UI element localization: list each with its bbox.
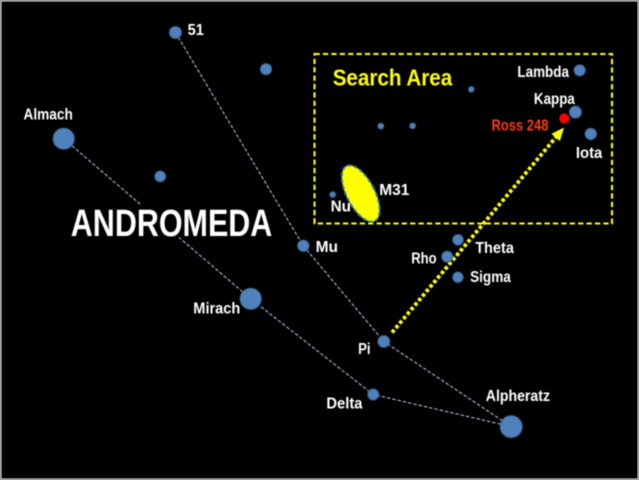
svg-text:ANDROMEDA: ANDROMEDA	[71, 203, 272, 245]
svg-text:Iota: Iota	[576, 145, 603, 162]
svg-text:M31: M31	[379, 182, 409, 199]
svg-text:Mu: Mu	[316, 239, 338, 256]
svg-text:Nu: Nu	[331, 199, 351, 216]
svg-text:Pi: Pi	[358, 341, 371, 358]
svg-text:51: 51	[188, 22, 205, 39]
svg-text:Ross 248: Ross 248	[492, 118, 549, 135]
svg-text:Mirach: Mirach	[193, 300, 240, 317]
svg-text:Rho: Rho	[411, 250, 436, 267]
svg-text:Kappa: Kappa	[534, 91, 575, 108]
svg-text:Almach: Almach	[24, 107, 73, 124]
svg-text:Alpheratz: Alpheratz	[486, 388, 550, 405]
svg-text:Theta: Theta	[475, 240, 514, 257]
svg-text:Sigma: Sigma	[470, 269, 511, 286]
svg-text:Delta: Delta	[326, 395, 362, 412]
svg-text:Lambda: Lambda	[517, 64, 569, 81]
svg-text:Search Area: Search Area	[333, 65, 453, 91]
